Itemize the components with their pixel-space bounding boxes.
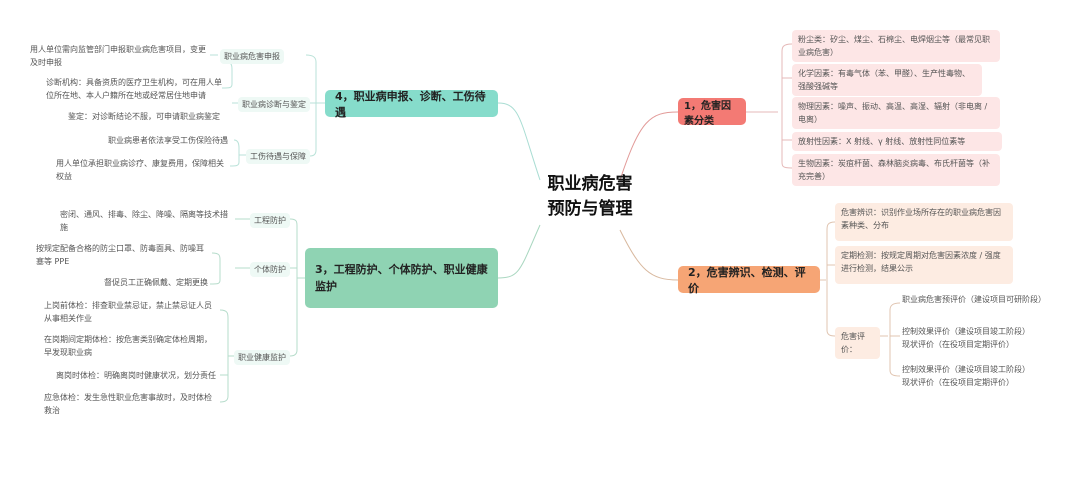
central-topic-line2: 预防与管理: [547, 199, 633, 219]
branch3-group-label[interactable]: 个体防护: [250, 262, 290, 277]
branch2-topic[interactable]: 2，危害辨识、检测、评价: [678, 266, 820, 295]
branch3-item[interactable]: 在岗期间定期体检：按危害类别确定体检周期，早发现职业病: [44, 335, 212, 357]
branch4-item[interactable]: 诊断机构：具备资质的医疗卫生机构，可在用人单位所在地、本人户籍所在地或经常居住地…: [46, 78, 222, 100]
branch1-item[interactable]: 生物因素：炭疽杆菌、森林脑炎病毒、布氏杆菌等（补充完善）: [792, 154, 1000, 186]
branch4-item[interactable]: 用人单位承担职业病诊疗、康复费用，保障相关权益: [56, 159, 224, 181]
branch3-item[interactable]: 督促员工正确佩戴、定期更换: [104, 278, 208, 287]
branch1-item[interactable]: 放射性因素：X 射线、γ 射线、放射性同位素等: [792, 132, 1002, 151]
branch3-topic[interactable]: 3，工程防护、个体防护、职业健康监护: [305, 248, 498, 308]
branch4-item[interactable]: 鉴定：对诊断结论不服，可申请职业病鉴定: [68, 112, 220, 121]
branch3-item[interactable]: 应急体检：发生急性职业危害事故时，及时体检救治: [44, 393, 212, 415]
evaluation-item[interactable]: 控制效果评价（建设项目竣工阶段） 现状评价（在役项目定期评价）: [902, 365, 1030, 387]
branch3-item[interactable]: 密闭、通风、排毒、除尘、降噪、隔离等技术措施: [60, 210, 228, 232]
branch4-item[interactable]: 用人单位需向监管部门申报职业病危害项目，变更及时申报: [30, 45, 206, 67]
branch2-item[interactable]: 定期检测：按规定周期对危害因素浓度 / 强度进行检测，结果公示: [835, 246, 1013, 284]
branch1-item[interactable]: 物理因素：噪声、振动、高温、高湿、辐射（非电离 / 电离）: [792, 97, 1000, 129]
branch2-item[interactable]: 危害辨识：识别作业场所存在的职业病危害因素种类、分布: [835, 203, 1013, 241]
branch1-item[interactable]: 粉尘类：矽尘、煤尘、石棉尘、电焊烟尘等（最常见职业病危害）: [792, 30, 1000, 62]
branch3-group-label[interactable]: 职业健康监护: [234, 350, 290, 365]
branch1-topic[interactable]: 1，危害因素分类: [678, 98, 746, 127]
central-topic[interactable]: 职业病危害 预防与管理: [540, 172, 640, 222]
branch4-group-label[interactable]: 工伤待遇与保障: [246, 149, 310, 164]
branch3-item[interactable]: 按规定配备合格的防尘口罩、防毒面具、防噪耳塞等 PPE: [36, 244, 204, 266]
evaluation-label[interactable]: 危害评价：: [835, 327, 880, 359]
evaluation-item[interactable]: 控制效果评价（建设项目竣工阶段） 现状评价（在役项目定期评价）: [902, 327, 1030, 349]
branch4-topic[interactable]: 4，职业病申报、诊断、工伤待遇: [325, 90, 498, 119]
central-topic-line1: 职业病危害: [547, 174, 633, 194]
branch3-item[interactable]: 上岗前体检：排查职业禁忌证，禁止禁忌证人员从事相关作业: [44, 301, 212, 323]
evaluation-item[interactable]: 职业病危害预评价（建设项目可研阶段）: [902, 295, 1046, 304]
branch3-group-label[interactable]: 工程防护: [250, 213, 290, 228]
branch4-group-label[interactable]: 职业病危害申报: [220, 49, 284, 64]
branch4-item[interactable]: 职业病患者依法享受工伤保险待遇: [108, 136, 228, 145]
branch1-item[interactable]: 化学因素：有毒气体（苯、甲醛）、生产性毒物、强酸强碱等: [792, 64, 982, 96]
branch3-item[interactable]: 离岗时体检：明确离岗时健康状况，划分责任: [56, 371, 216, 380]
branch4-group-label[interactable]: 职业病诊断与鉴定: [238, 97, 310, 112]
